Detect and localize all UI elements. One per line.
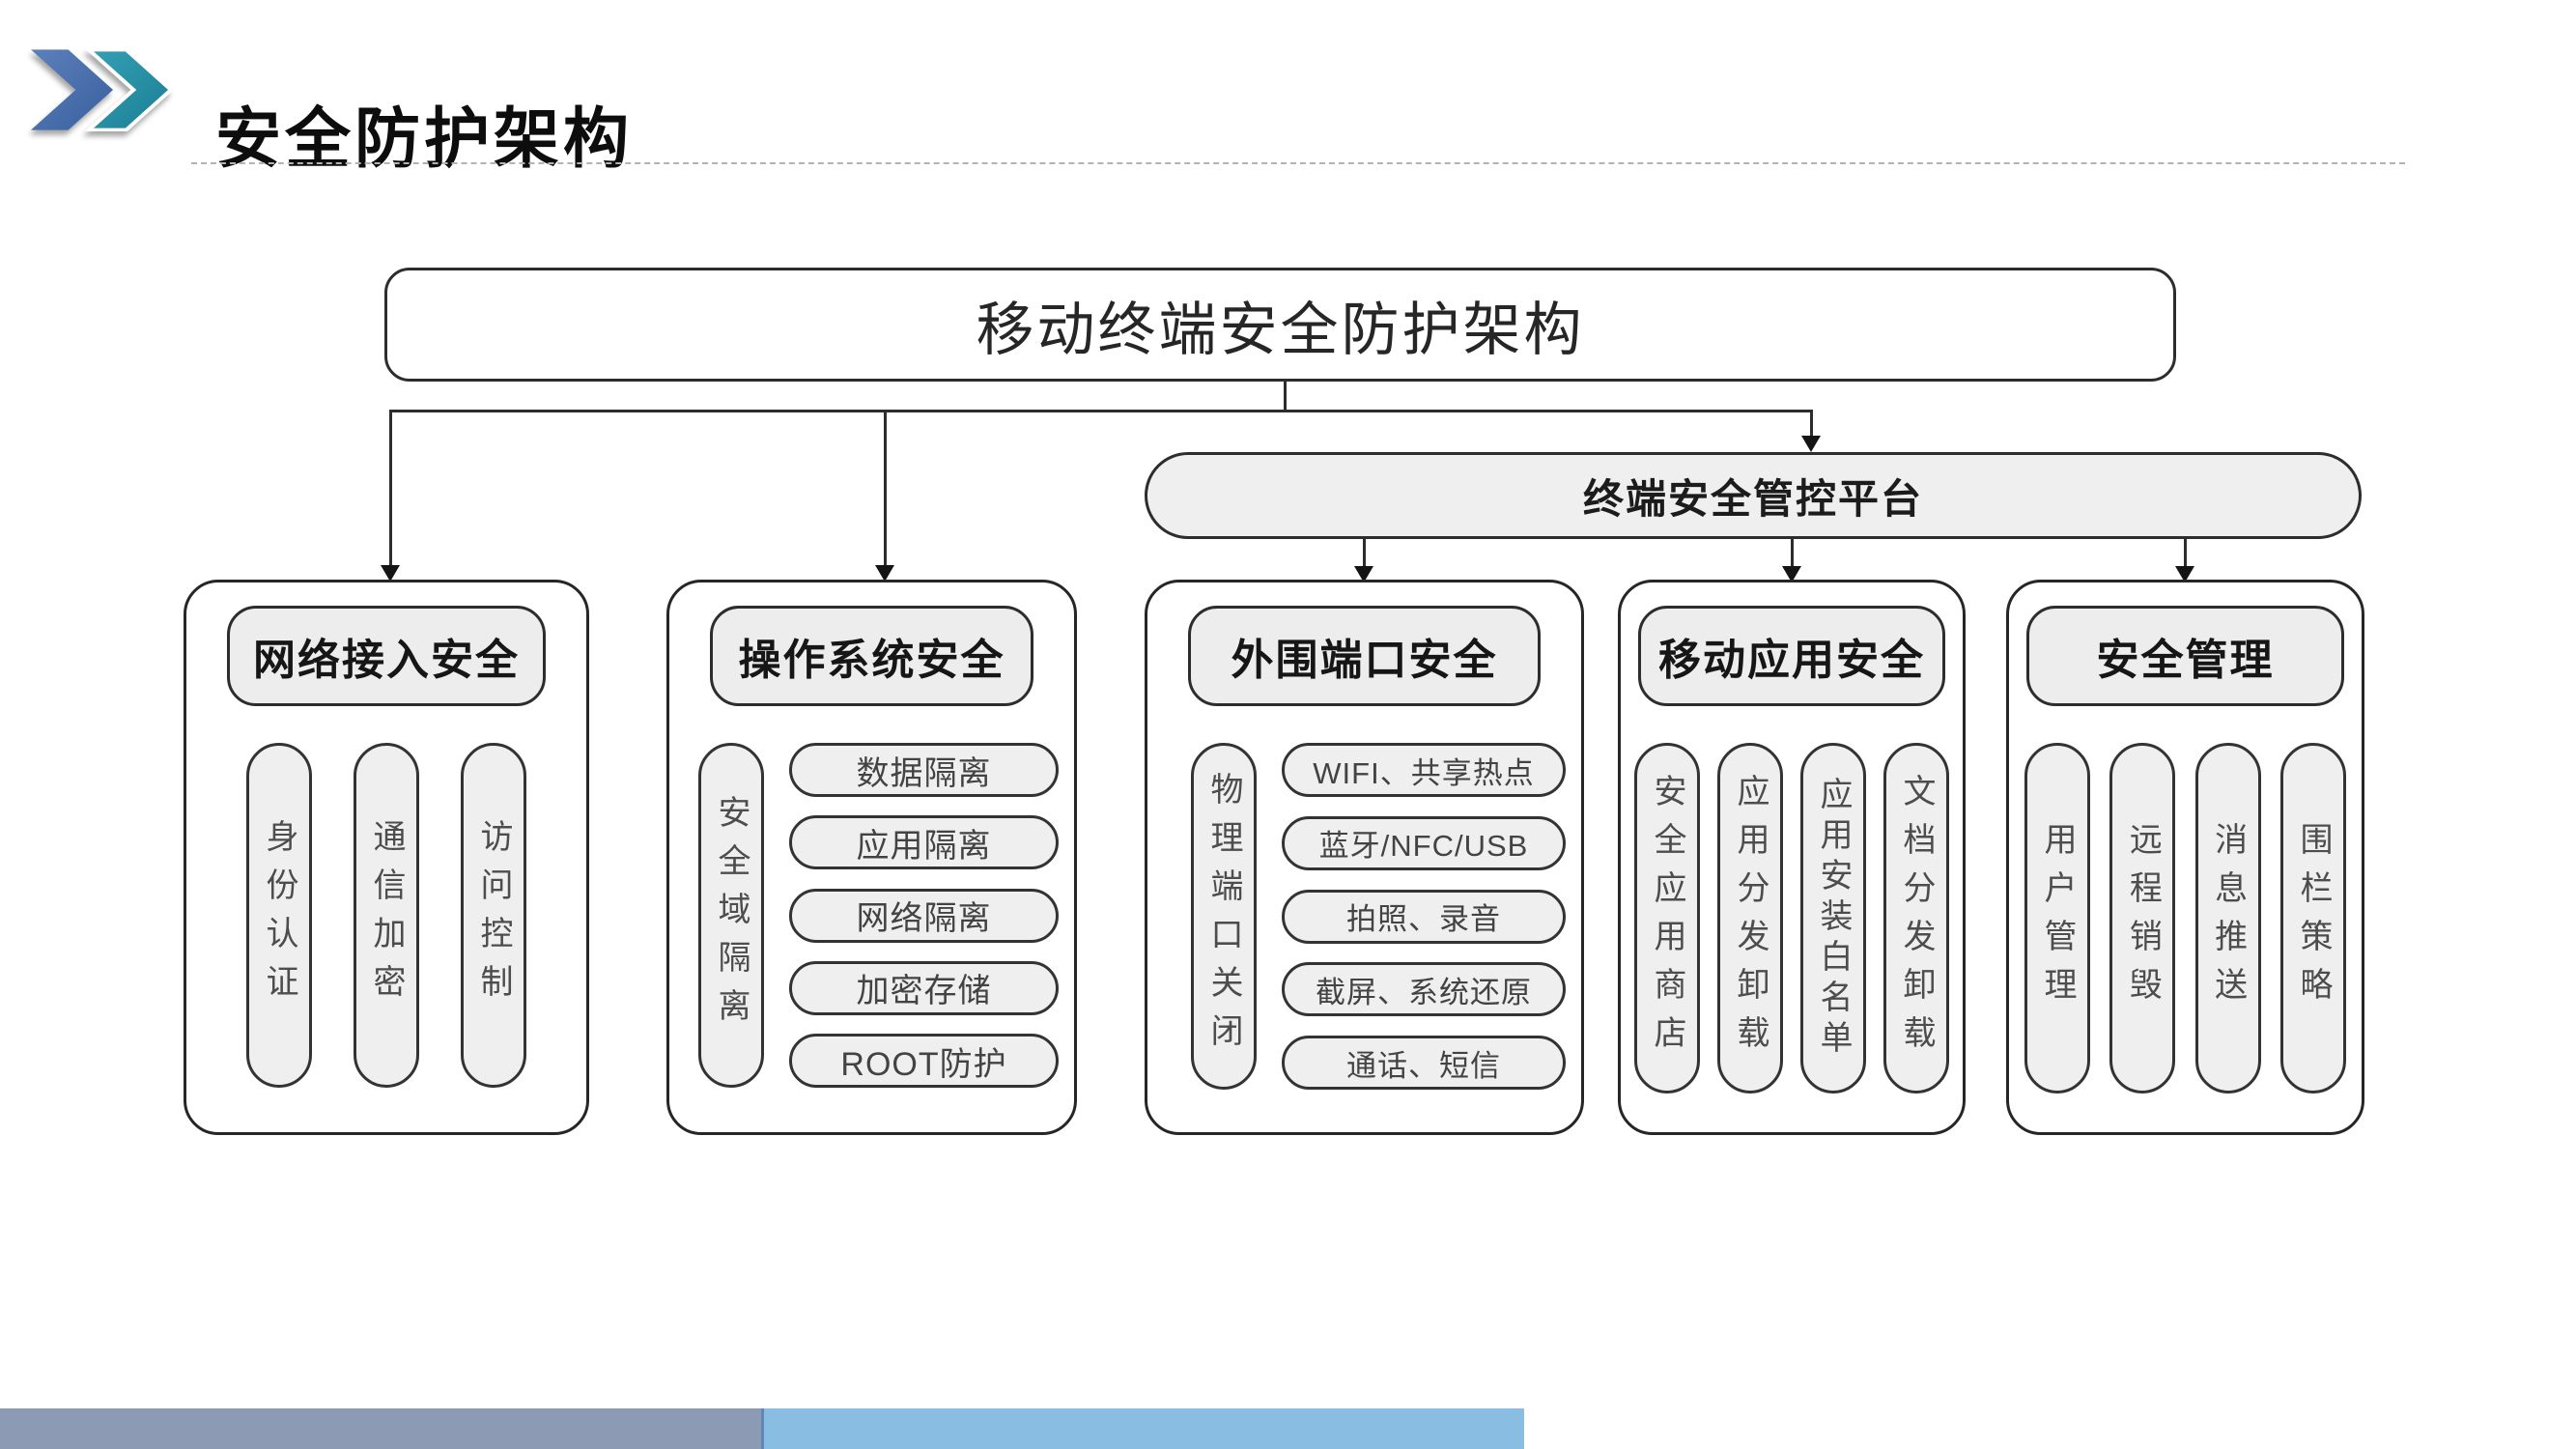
arrow-down-icon bbox=[1354, 566, 1373, 582]
arrow-down-icon bbox=[381, 565, 400, 582]
column-peripheral-port-security: 外围端口安全 物理端口关闭 WIFI、共享热点 蓝牙/NFC/USB 拍照、录音… bbox=[1145, 580, 1584, 1135]
column-header: 移动应用安全 bbox=[1638, 606, 1945, 706]
arrow-down-icon bbox=[1782, 566, 1801, 582]
pill-item: 安全域隔离 bbox=[698, 743, 764, 1088]
pill-item: 拍照、录音 bbox=[1282, 889, 1566, 944]
page-title: 安全防护架构 bbox=[215, 101, 634, 176]
arrow-line-platform bbox=[1810, 410, 1813, 438]
branch-h-line bbox=[389, 410, 1813, 412]
footer-bar-gray bbox=[0, 1408, 761, 1449]
root-stub-line bbox=[1284, 382, 1287, 411]
pill-item: WIFI、共享热点 bbox=[1282, 743, 1566, 797]
arrow-line-security-mgmt bbox=[2184, 538, 2187, 568]
pill-item: 用户管理 bbox=[2024, 743, 2090, 1094]
pill-item: 文档分发卸载 bbox=[1883, 743, 1949, 1094]
arrow-line-mobile-app bbox=[1791, 538, 1794, 568]
pill-item: 网络隔离 bbox=[789, 888, 1059, 943]
pill-item: 应用安装白名单 bbox=[1800, 743, 1866, 1094]
arrow-line-os bbox=[884, 410, 887, 566]
pill-item: 远程销毁 bbox=[2109, 743, 2176, 1094]
column-header: 安全管理 bbox=[2026, 606, 2344, 706]
arrow-line-peripheral bbox=[1363, 538, 1366, 568]
column-mobile-app-security: 移动应用安全 安全应用商店 应用分发卸载 应用安装白名单 文档分发卸载 bbox=[1618, 580, 1966, 1135]
pill-item: 加密存储 bbox=[789, 960, 1059, 1015]
pill-item: 蓝牙/NFC/USB bbox=[1282, 815, 1566, 870]
pill-item: 物理端口关闭 bbox=[1191, 743, 1257, 1090]
pill-item: 访问控制 bbox=[461, 743, 526, 1088]
footer-bar-blue bbox=[761, 1408, 1524, 1449]
arrow-line-network bbox=[389, 410, 392, 566]
pill-item: 数据隔离 bbox=[789, 743, 1059, 797]
column-header: 外围端口安全 bbox=[1188, 606, 1541, 706]
pill-item: 通信加密 bbox=[354, 743, 419, 1088]
column-header: 操作系统安全 bbox=[710, 606, 1033, 706]
arrow-down-icon bbox=[1801, 436, 1821, 452]
platform-node: 终端安全管控平台 bbox=[1145, 452, 2362, 539]
title-divider bbox=[191, 162, 2405, 164]
column-os-security: 操作系统安全 安全域隔离 数据隔离 应用隔离 网络隔离 加密存储 ROOT防护 bbox=[666, 580, 1077, 1135]
arrow-down-icon bbox=[875, 565, 894, 582]
pill-item: 消息推送 bbox=[2194, 743, 2261, 1094]
column-network-access-security: 网络接入安全 身份认证 通信加密 访问控制 bbox=[184, 580, 589, 1135]
pill-item: 围栏策略 bbox=[2279, 743, 2346, 1094]
pill-item: 截屏、系统还原 bbox=[1282, 962, 1566, 1017]
pill-item: 身份认证 bbox=[246, 743, 312, 1088]
pill-item: 应用分发卸载 bbox=[1717, 743, 1783, 1094]
pill-item: 安全应用商店 bbox=[1634, 743, 1700, 1094]
pill-item: ROOT防护 bbox=[789, 1034, 1059, 1088]
column-security-management: 安全管理 用户管理 远程销毁 消息推送 围栏策略 bbox=[2006, 580, 2364, 1135]
pill-item: 应用隔离 bbox=[789, 815, 1059, 870]
double-chevron-icon bbox=[31, 48, 171, 131]
column-header: 网络接入安全 bbox=[227, 606, 546, 706]
arrow-down-icon bbox=[2175, 566, 2194, 582]
pill-item: 通话、短信 bbox=[1282, 1036, 1566, 1090]
root-node: 移动终端安全防护架构 bbox=[384, 268, 2176, 382]
